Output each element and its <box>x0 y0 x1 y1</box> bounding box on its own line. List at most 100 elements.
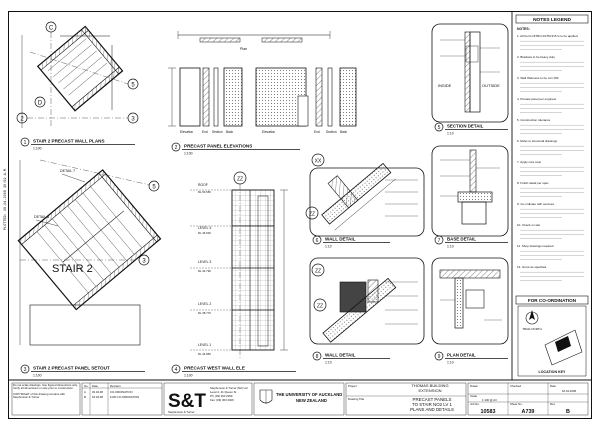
svg-text:Drawn: Drawn <box>470 384 479 388</box>
university-crest-icon <box>259 389 273 404</box>
svg-text:NEW ZEALAND: NEW ZEALAND <box>296 398 327 403</box>
svg-text:LEVEL 2: LEVEL 2 <box>198 302 211 306</box>
svg-text:WALL DETAIL: WALL DETAIL <box>325 353 356 358</box>
svg-text:1:10: 1:10 <box>447 245 454 249</box>
svg-text:3: 3 <box>131 117 135 123</box>
svg-text:RL 50.650: RL 50.650 <box>198 190 211 194</box>
svg-text:LEVEL 3: LEVEL 3 <box>198 260 211 264</box>
for-coordination-stamp: FOR CO-ORDINATION <box>528 298 577 303</box>
view-wall-detail-xx: XX ZZ 6 WALL DETAIL 1:10 <box>305 153 425 249</box>
sheet-border <box>8 11 592 419</box>
svg-text:Back: Back <box>340 130 347 134</box>
svg-text:Project: Project <box>348 384 357 388</box>
note-item: 5. Construction tolerance <box>517 118 551 122</box>
svg-text:Level 2, 21 Queen St: Level 2, 21 Queen St <box>210 390 237 394</box>
svg-text:DETAIL 8: DETAIL 8 <box>34 215 49 219</box>
svg-text:Revision: Revision <box>110 384 121 388</box>
svg-text:A739: A739 <box>522 409 535 415</box>
svg-text:Checked: Checked <box>510 384 521 388</box>
svg-text:ZZ: ZZ <box>237 177 243 183</box>
svg-text:5: 5 <box>131 83 135 89</box>
svg-text:B: B <box>84 395 86 399</box>
svg-text:SECTION DETAIL: SECTION DETAIL <box>447 124 484 129</box>
svg-text:WALL DETAIL: WALL DETAIL <box>325 237 356 242</box>
revision-table: No. Date Revision A 03.04.08 CO-ORDINATI… <box>81 382 163 416</box>
svg-text:5: 5 <box>152 185 156 191</box>
svg-text:LEVEL 1: LEVEL 1 <box>198 343 211 347</box>
svg-text:18.04.2008: 18.04.2008 <box>562 389 576 393</box>
disclaimer-text: Do not scale drawings. Use figured dimen… <box>13 384 78 391</box>
svg-text:DETAIL 7: DETAIL 7 <box>60 169 75 173</box>
svg-text:STAIR 2 PRECAST WALL PLANS: STAIR 2 PRECAST WALL PLANS <box>33 139 105 144</box>
svg-text:8: 8 <box>316 354 319 360</box>
svg-text:TRUE NORTH: TRUE NORTH <box>522 327 542 331</box>
copyright-text: COPYRIGHT of this drawing remains with S… <box>13 391 65 399</box>
svg-text:Fax: (09) 303 3026: Fax: (09) 303 3026 <box>210 398 234 402</box>
svg-text:Elevation: Elevation <box>262 130 275 134</box>
svg-text:7: 7 <box>438 238 441 244</box>
svg-text:PLANS AND DETAILS: PLANS AND DETAILS <box>410 407 454 412</box>
north-arrow-icon <box>529 310 535 320</box>
svg-text:PRECAST PANELS: PRECAST PANELS <box>413 397 452 402</box>
svg-text:TO STAIR NO2 LV 1: TO STAIR NO2 LV 1 <box>412 402 453 407</box>
svg-text:C: C <box>49 26 54 32</box>
svg-text:End: End <box>314 130 320 134</box>
svg-text:Stephenson & Turner (NZ) Ltd: Stephenson & Turner (NZ) Ltd <box>210 386 248 390</box>
note-item: 3. Wall thickness to be min 150 <box>517 76 559 80</box>
svg-text:6: 6 <box>316 238 319 244</box>
svg-text:Date: Date <box>550 384 556 388</box>
svg-text:1: 1 <box>24 140 27 146</box>
view-west-wall-elevation: ZZ ROOF RL 50.650 LEVEL 4 RL 46.600 LEVE… <box>171 171 296 378</box>
svg-text:1:10: 1:10 <box>447 132 454 136</box>
note-item: 2. Brackets to be heavy duty <box>517 55 555 59</box>
view-plan-detail: 9 PLAN DETAIL 1:10 <box>431 257 509 365</box>
svg-text:B: B <box>566 409 570 415</box>
svg-text:XX: XX <box>315 159 322 165</box>
svg-text:Section: Section <box>326 130 337 134</box>
svg-text:ZZ: ZZ <box>317 304 323 310</box>
plot-side-note: PLOTTED: 18.04.2008 10:59 A.M. <box>4 167 8 230</box>
svg-text:Job No.: Job No. <box>470 402 480 406</box>
note-item: 9. Co-ordinate with services <box>517 202 555 206</box>
svg-text:PRECAST WEST WALL ELE: PRECAST WEST WALL ELE <box>184 366 245 371</box>
note-item: 8. Finish detail per spec <box>517 181 549 185</box>
svg-text:RL 38.770: RL 38.770 <box>198 311 211 315</box>
svg-text:PLAN DETAIL: PLAN DETAIL <box>447 353 476 358</box>
svg-text:EXTENSION: EXTENSION <box>418 388 441 393</box>
notes-legend: NOTES LEGEND NOTES: 1. All Ferro NITRO A… <box>511 11 589 380</box>
svg-text:Drawing Title: Drawing Title <box>348 397 365 401</box>
svg-text:No.: No. <box>84 384 89 388</box>
svg-text:Date: Date <box>92 384 98 388</box>
note-item: 11. Shop drawings required <box>517 244 554 248</box>
svg-text:LEVEL 4: LEVEL 4 <box>198 226 211 230</box>
view-base-detail: 7 BASE DETAIL 1:10 <box>431 145 509 249</box>
svg-text:1:10: 1:10 <box>325 245 332 249</box>
svg-text:1:100: 1:100 <box>33 374 42 378</box>
svg-text:9: 9 <box>438 354 441 360</box>
svg-text:Plan: Plan <box>240 47 247 51</box>
svg-text:1:100: 1:100 <box>33 147 42 151</box>
key-plan-highlight <box>555 336 571 352</box>
svg-text:D: D <box>38 101 43 107</box>
svg-text:Stephenson & Turner: Stephenson & Turner <box>168 410 195 414</box>
svg-text:ZZ: ZZ <box>309 212 315 218</box>
svg-text:FOR CO-ORDINATION: FOR CO-ORDINATION <box>110 395 139 399</box>
notes-legend-title: NOTES LEGEND <box>533 17 571 23</box>
notes-list: 1. All Ferro NITRO ASTM 615 is to be app… <box>517 34 584 281</box>
svg-text:RL 34.850: RL 34.850 <box>198 352 211 356</box>
svg-text:Scale: Scale <box>470 394 477 398</box>
svg-text:ROOF: ROOF <box>198 183 208 187</box>
svg-text:03.04.08: 03.04.08 <box>92 390 103 394</box>
firm-logo: S&T <box>168 391 206 412</box>
svg-text:NOTES:: NOTES: <box>517 27 530 31</box>
svg-text:1:10: 1:10 <box>447 361 454 365</box>
note-item: 4. Precast panel per engineer <box>517 97 556 101</box>
svg-text:1:10: 1:10 <box>325 361 332 365</box>
svg-text:2: 2 <box>175 145 178 151</box>
svg-text:5: 5 <box>438 125 441 131</box>
view-wall-plans: C D 5 3 2 1 STAIR 2 PRECAST <box>16 21 139 151</box>
svg-text:LOCATION KEY: LOCATION KEY <box>539 370 566 374</box>
view-panel-elevations: Plan Elevation End Section Back Elevatio… <box>168 31 357 156</box>
svg-text:Back: Back <box>226 130 233 134</box>
